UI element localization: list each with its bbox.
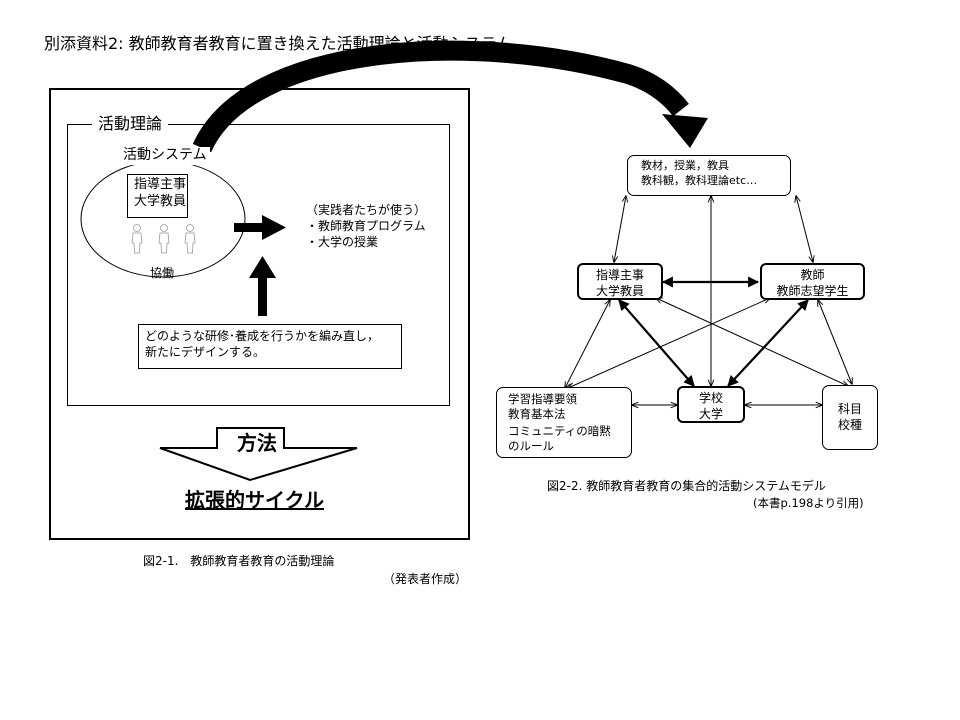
redesign-line-1: どのような研修･養成を行うかを編み直し，	[145, 329, 380, 343]
link-tools-subject	[614, 196, 626, 262]
community-line-2: 大学	[698, 407, 723, 422]
link-subject-rules	[565, 300, 610, 388]
method-down-arrow-icon	[159, 427, 358, 482]
collaboration-label: 協働	[150, 266, 175, 280]
person-icon	[131, 224, 143, 254]
curved-arrow-icon	[192, 40, 708, 153]
rules-node: 学習指導要領 教育基本法 コミュニティの暗黙 のルール	[496, 387, 632, 458]
tools-node: 教材，授業，教具 教科観，教科理論etc…	[627, 155, 791, 196]
activity-theory-label: 活動理論	[92, 114, 169, 134]
rules-line-1: 学習指導要領	[508, 392, 577, 406]
object-node: 教師 教師志望学生	[760, 263, 865, 300]
right-arrow-icon	[234, 215, 286, 240]
activity-theory-frame	[67, 124, 450, 406]
rules-line-3: コミュニティの暗黙	[508, 423, 611, 438]
rules-line-2: 教育基本法	[508, 406, 566, 421]
link-object-division	[818, 300, 852, 384]
figure-2-2-caption: 図2-2. 教師教育者教育の集合的活動システムモデル	[547, 479, 826, 493]
figure-2-2-citation: (本書p.198より引用)	[753, 496, 864, 510]
expansive-cycle-label: 拡張的サイクル	[185, 488, 324, 512]
figure-2-1-caption: 図2-1. 教師教育者教育の活動理論	[143, 554, 335, 568]
actor-box: 指導主事 大学教員	[127, 174, 188, 218]
link-object-community	[727, 299, 809, 387]
activity-system-label: 活動システム	[120, 147, 210, 165]
object-line-2: 教師志望学生	[776, 284, 849, 299]
subject-line-1: 指導主事	[595, 268, 644, 282]
division-line-1: 科目	[837, 402, 862, 416]
figure-2-1-credit: （発表者作成）	[383, 572, 468, 586]
actor-line-2: 大学教員	[134, 193, 187, 209]
community-line-1: 学校	[698, 391, 723, 405]
outcome-line-3: ・大学の授業	[306, 235, 379, 250]
method-label: 方法	[237, 431, 277, 455]
community-node: 学校 大学	[677, 386, 745, 423]
division-node: 科目 校種	[822, 385, 878, 450]
actor-line-1: 指導主事	[134, 177, 187, 192]
outcome-line-2: ・教師教育プログラム	[306, 219, 426, 234]
tools-line-2: 教科観，教科理論etc…	[641, 173, 758, 187]
division-line-2: 校種	[837, 418, 862, 433]
link-tools-object	[796, 196, 813, 262]
redesign-line-2: 新たにデザインする。	[145, 344, 266, 359]
outcome-line-1: （実践者たちが使う）	[306, 203, 427, 217]
person-icon	[158, 224, 170, 254]
redesign-box: どのような研修･養成を行うかを編み直し， 新たにデザインする。	[138, 324, 402, 369]
subject-line-2: 大学教員	[595, 284, 644, 299]
outcome-text: （実践者たちが使う） ・教師教育プログラム ・大学の授業	[306, 202, 426, 251]
subject-node: 指導主事 大学教員	[577, 263, 663, 300]
rules-line-4: のルール	[508, 438, 554, 453]
up-arrow-icon	[249, 256, 276, 316]
link-subject-community	[618, 299, 695, 387]
object-line-1: 教師	[800, 268, 825, 282]
tools-line-1: 教材，授業，教具	[641, 159, 729, 172]
link-subject-division	[656, 298, 848, 386]
person-icon	[184, 224, 196, 254]
